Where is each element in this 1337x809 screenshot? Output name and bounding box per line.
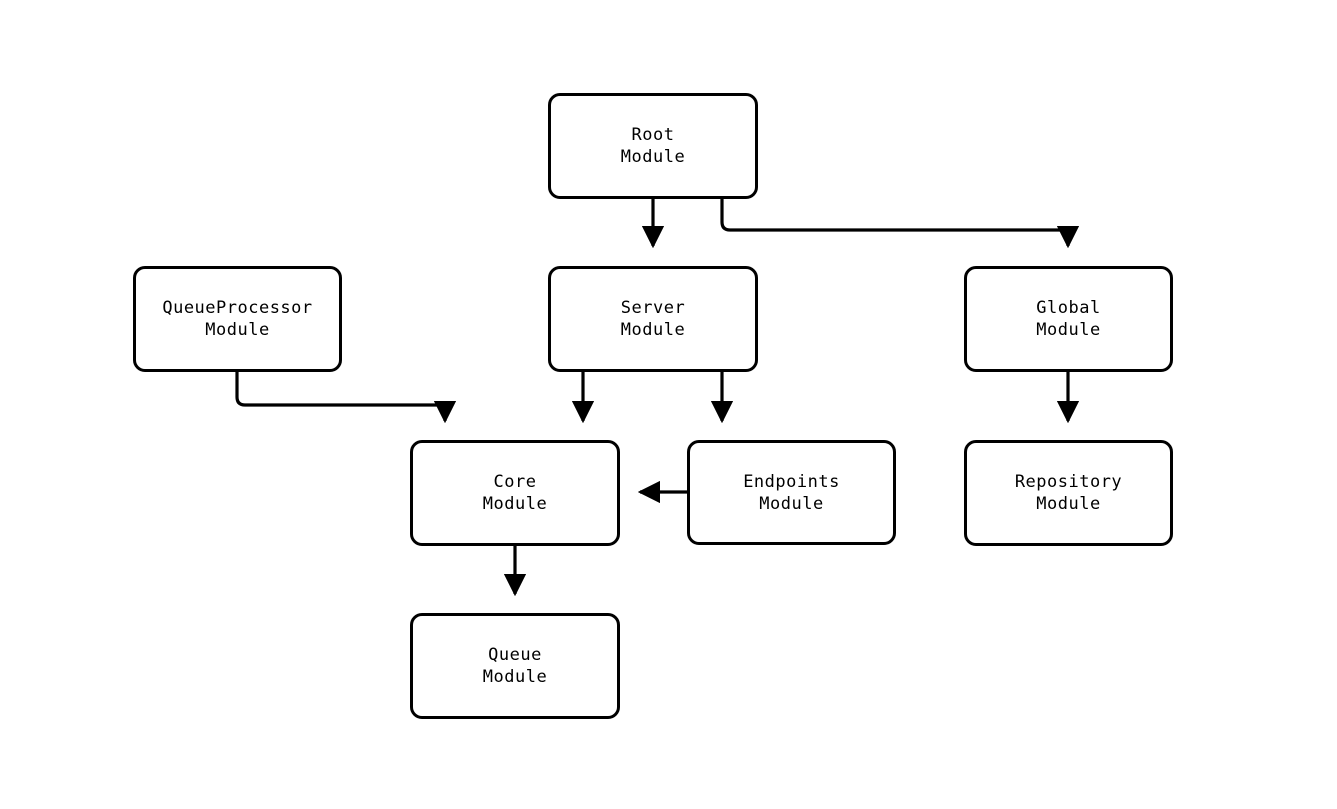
node-server-module-label-line1: Server [620,298,686,318]
node-endpoints-module-label-line2: Module [759,493,824,514]
node-queueprocessor-module-label-line1: QueueProcessor [162,298,313,318]
node-global-module-label-line2: Module [1036,320,1101,340]
node-root-module[interactable]: Root Module [548,93,758,199]
node-core-module[interactable]: Core Module [410,440,620,546]
node-queue-module[interactable]: Queue Module [410,613,620,719]
node-core-module-label-line1: Core [493,472,537,492]
edge-queueprocessor-to-core [235,372,457,424]
node-server-module[interactable]: Server Module [548,266,758,372]
node-queueprocessor-module[interactable]: QueueProcessor Module [133,266,342,372]
node-root-module-label-line1: Root [631,125,675,145]
node-repository-module-label-line2: Module [1036,494,1101,514]
edge-root-to-global [720,199,1080,249]
node-root-module-label-line2: Module [620,147,686,167]
node-repository-module-label-line1: Repository [1014,472,1123,492]
node-queue-module-label-line2: Module [482,667,548,687]
node-endpoints-module[interactable]: Endpoints Module [687,440,896,545]
node-queueprocessor-module-label-line2: Module [205,320,270,340]
node-global-module-label-line1: Global [1036,298,1101,318]
node-repository-module[interactable]: Repository Module [964,440,1173,546]
node-queue-module-label-line1: Queue [488,645,542,665]
node-server-module-label-line2: Module [620,320,686,340]
node-endpoints-module-label-line1: Endpoints [743,471,840,492]
node-core-module-label-line2: Module [482,494,548,514]
node-global-module[interactable]: Global Module [964,266,1173,372]
